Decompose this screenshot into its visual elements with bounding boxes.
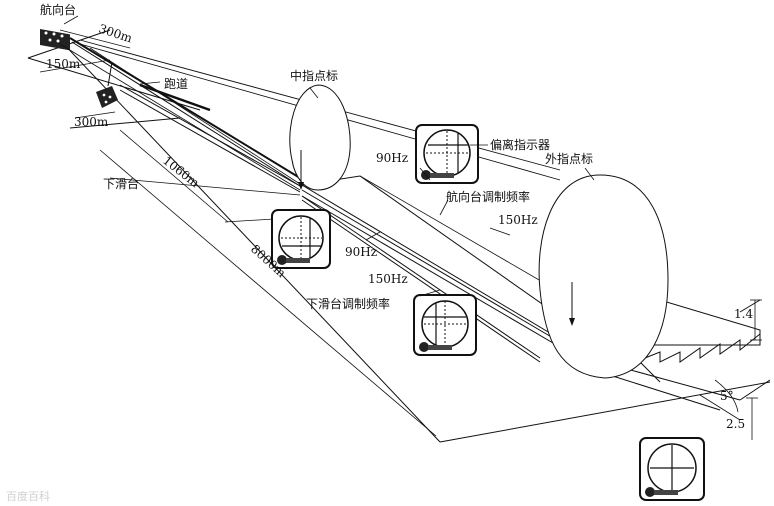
label-localizer-modulation: 航向台调制频率 bbox=[446, 189, 530, 204]
label-glideslope: 下滑台 bbox=[103, 176, 139, 191]
label-150hz-lower: 150Hz bbox=[368, 272, 408, 286]
label-height-1-4: 1.4 bbox=[734, 307, 753, 321]
height-dimensions bbox=[699, 299, 762, 440]
label-height-2-5: 2.5 bbox=[726, 417, 745, 431]
label-1060m: 1060m bbox=[160, 153, 202, 190]
text-labels: 航向台 跑道 下滑台 中指点标 偏离指示器 外指点标 航向台调制频率 下滑台调制… bbox=[6, 2, 753, 503]
indicator-bottom-right bbox=[639, 437, 705, 501]
label-middle-marker: 中指点标 bbox=[290, 68, 338, 83]
label-runway: 跑道 bbox=[164, 77, 188, 91]
watermark: 百度百科 bbox=[6, 489, 50, 503]
indicator-upper bbox=[415, 124, 479, 184]
label-angle: 5° bbox=[720, 389, 734, 403]
outer-marker-beam bbox=[538, 174, 669, 379]
label-300m-top: 300m bbox=[97, 22, 135, 46]
label-300m-left: 300m bbox=[74, 115, 109, 129]
leader-lines bbox=[63, 15, 595, 297]
glideslope-antenna bbox=[96, 61, 118, 108]
runway bbox=[59, 37, 301, 191]
indicator-center bbox=[413, 294, 477, 356]
label-150m: 150m bbox=[46, 57, 81, 71]
dimension-lines bbox=[39, 29, 437, 437]
localizer-antenna bbox=[40, 29, 70, 51]
label-deviation-indicator: 偏离指示器 bbox=[490, 137, 550, 152]
label-glideslope-modulation: 下滑台调制频率 bbox=[306, 296, 390, 311]
label-90hz-upper: 90Hz bbox=[376, 151, 408, 165]
middle-marker-beam bbox=[289, 84, 351, 191]
label-localizer: 航向台 bbox=[40, 2, 76, 17]
indicator-left bbox=[271, 209, 331, 269]
label-90hz-lower: 90Hz bbox=[345, 245, 377, 259]
label-150hz-upper: 150Hz bbox=[498, 213, 538, 227]
ground-lines bbox=[27, 29, 771, 443]
glideslope-beam bbox=[119, 84, 566, 363]
label-outer-marker: 外指点标 bbox=[545, 151, 593, 166]
